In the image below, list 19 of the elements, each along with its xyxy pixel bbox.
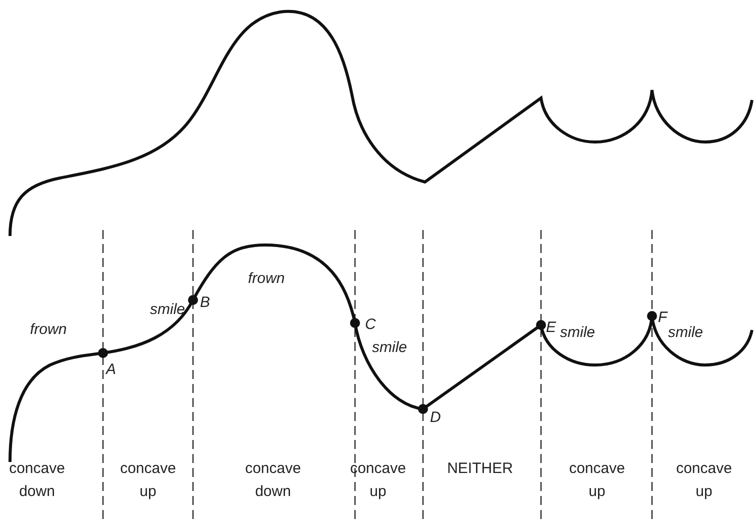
curve-label: smile bbox=[560, 325, 596, 340]
point-label: F bbox=[658, 310, 668, 325]
region-label: concave down bbox=[8, 459, 66, 502]
point-label: D bbox=[430, 410, 441, 425]
region-label: concave up bbox=[119, 459, 177, 502]
curve-label: frown bbox=[30, 322, 67, 337]
curve-label: smile bbox=[668, 325, 704, 340]
point-label: E bbox=[546, 320, 556, 335]
curve-label: smile bbox=[150, 302, 186, 317]
point-label: A bbox=[106, 362, 116, 377]
point-label: B bbox=[200, 295, 210, 310]
region-label: concave up bbox=[675, 459, 733, 502]
curve-label: frown bbox=[248, 271, 285, 286]
curve-label: smile bbox=[372, 340, 408, 355]
region-label: NEITHER bbox=[446, 459, 514, 479]
region-label: concave up bbox=[568, 459, 626, 502]
region-label: concave up bbox=[349, 459, 407, 502]
point-label: C bbox=[365, 317, 376, 332]
region-label: concave down bbox=[244, 459, 302, 502]
